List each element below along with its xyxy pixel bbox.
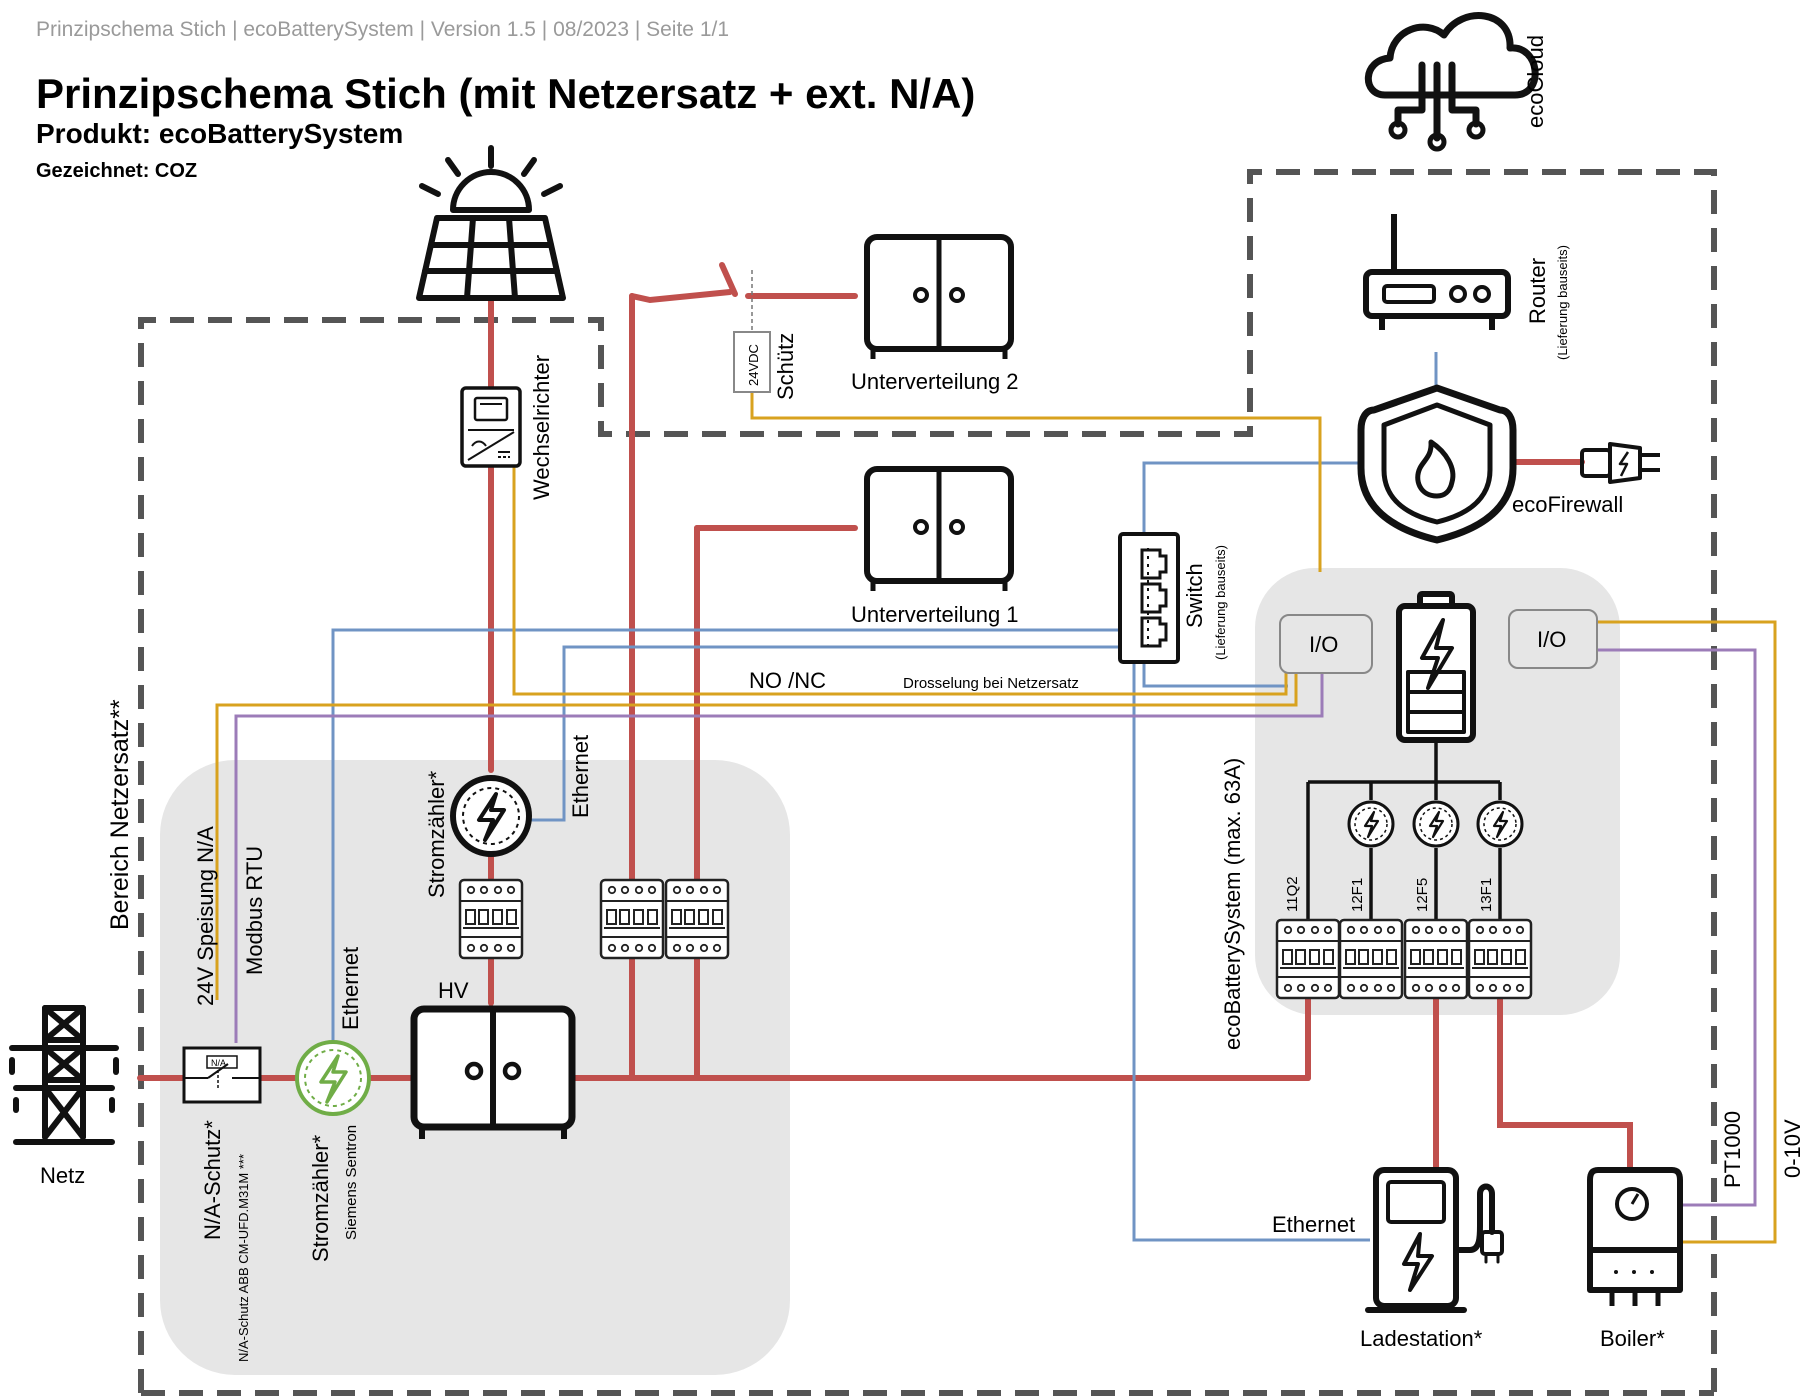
grid-label: Netz	[40, 1163, 85, 1188]
power-grid-pylon-icon	[9, 1005, 119, 1145]
author-label: Gezeichnet: COZ	[36, 160, 198, 182]
product-label: Produkt: ecoBatterySystem	[36, 118, 404, 149]
document-info: Prinzipschema Stich | ecoBatterySystem |…	[36, 18, 730, 41]
modbus-rtu-label: Modbus RTU	[242, 846, 267, 975]
breaker-label-13f1: 13F1	[1478, 878, 1495, 912]
ethernet-meter-label: Ethernet	[568, 735, 593, 818]
switch-note: (Lieferung bauseits)	[1213, 545, 1228, 660]
subdistribution-1-icon	[867, 469, 1011, 591]
battery-meter-13f1-icon	[1476, 800, 1524, 848]
router-label: Router	[1525, 258, 1550, 324]
pv-meter-icon	[450, 775, 532, 857]
ecobattery-label: ecoBatterySystem (max. 63A)	[1220, 758, 1245, 1050]
contactor-label: Schütz	[773, 333, 798, 400]
breaker-label-12f5: 12F5	[1414, 878, 1431, 912]
contactor-voltage: 24VDC	[746, 344, 761, 386]
battery-bus	[1306, 740, 1502, 920]
control-lines	[215, 392, 1777, 1244]
router-icon	[1363, 214, 1511, 330]
router-note: (Lieferung bauseits)	[1555, 245, 1570, 360]
io-module-left: I/O	[1279, 614, 1373, 674]
inverter-icon	[460, 386, 522, 468]
breaker-12f1	[1338, 918, 1404, 1000]
boiler-label: Boiler*	[1600, 1326, 1665, 1351]
010v-label: 0-10V	[1780, 1119, 1800, 1178]
uv1-breaker	[664, 878, 730, 960]
contactor-blade	[719, 262, 738, 297]
subdistribution-2-icon	[867, 237, 1011, 359]
na-protection-label: N/A-Schutz*	[200, 1120, 225, 1240]
contactor-coil	[733, 331, 771, 393]
na-protection-relay: N/A	[182, 1046, 262, 1104]
ecocloud-label: ecoCloud	[1523, 35, 1548, 128]
na-protection-note: N/A-Schutz ABB CM-UFD.M31M ***	[236, 1154, 251, 1362]
main-meter-label: Stromzähler*	[308, 1134, 333, 1262]
supply-24v-label: 24V Speisung N/A	[193, 826, 218, 1006]
ethernet-main-label: Ethernet	[338, 947, 363, 1030]
io-left-label: I/O	[1309, 632, 1338, 657]
breaker-label-12f1: 12F1	[1349, 878, 1366, 912]
charging-station-label: Ladestation*	[1360, 1326, 1483, 1351]
uv2-breaker	[599, 878, 665, 960]
battery-meter-12f5-icon	[1412, 800, 1460, 848]
inverter-label: Wechselrichter	[529, 355, 554, 500]
power-lines	[137, 289, 1633, 1173]
na-box-label: N/A	[211, 1058, 226, 1068]
backup-zone-label: Bereich Netzersatz**	[106, 699, 134, 930]
breaker-13f1	[1467, 918, 1533, 1000]
breaker-12f5	[1403, 918, 1469, 1000]
pv-breaker	[458, 878, 524, 960]
netzersatz-boundary	[138, 169, 1717, 1393]
throttle-label: Drosselung bei Netzersatz	[903, 675, 1079, 692]
firewall-shield-icon	[1357, 384, 1517, 544]
pv-meter-label: Stromzähler*	[424, 770, 449, 898]
battery-icon	[1396, 591, 1476, 743]
cloud-icon	[1364, 12, 1539, 152]
modbus-lines	[234, 648, 1757, 1207]
plug-icon	[1580, 442, 1660, 484]
io-right-label: I/O	[1537, 627, 1566, 652]
breaker-11q2	[1275, 918, 1341, 1000]
subdistribution-2-label: Unterverteilung 2	[851, 369, 1019, 394]
page-title: Prinzipschema Stich (mit Netzersatz + ex…	[36, 70, 976, 117]
solar-panel-icon	[416, 145, 566, 301]
battery-meter-12f1-icon	[1347, 800, 1395, 848]
network-switch-icon	[1118, 532, 1180, 664]
no-nc-label: NO /NC	[749, 668, 826, 693]
breaker-label-11q2: 11Q2	[1284, 876, 1301, 912]
main-distribution-hv-icon	[410, 1005, 576, 1139]
boiler-icon	[1587, 1167, 1683, 1306]
main-meter-note: Siemens Sentron	[343, 1125, 360, 1240]
switch-label: Switch	[1182, 563, 1207, 628]
ecofirewall-label: ecoFirewall	[1512, 492, 1623, 517]
charging-station-icon	[1365, 1167, 1504, 1313]
io-module-right: I/O	[1508, 609, 1598, 669]
subdistribution-1-label: Unterverteilung 1	[851, 602, 1019, 627]
hv-label: HV	[438, 978, 469, 1003]
pt1000-label: PT1000	[1720, 1111, 1745, 1188]
ethernet-charger-label: Ethernet	[1272, 1212, 1355, 1237]
main-meter-icon	[295, 1040, 371, 1116]
